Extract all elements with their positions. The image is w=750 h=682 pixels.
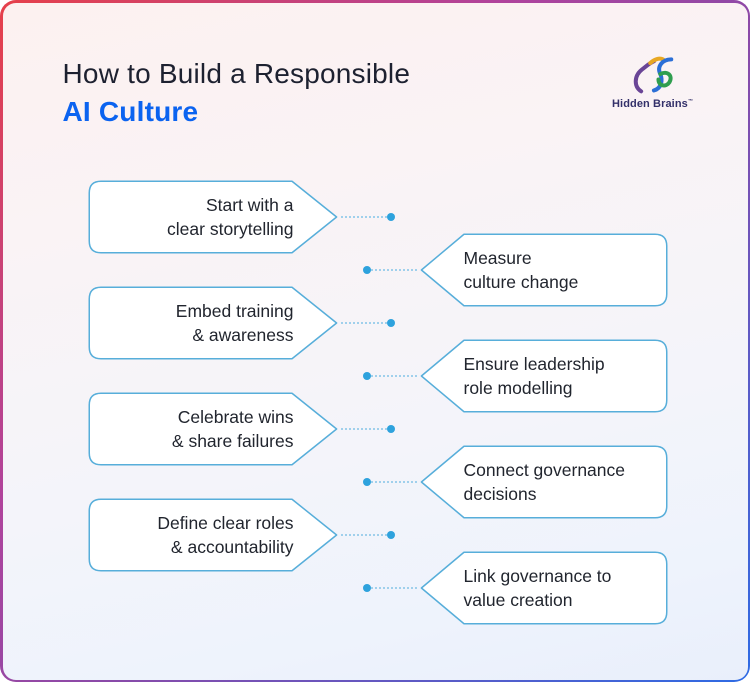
connector-dot [362,371,371,380]
step-text: Start with a clear storytelling [108,180,294,254]
step-line: Define clear roles [157,512,294,533]
connector-dot [362,265,371,274]
step-text: Celebrate wins & share failures [108,392,294,466]
brand-logo: Hidden Brains™ [610,53,696,110]
dotted-connector [362,583,417,592]
connector-dot [362,477,371,486]
dotted-connector [362,371,417,380]
connector-dot [386,424,395,433]
connector-dot [386,318,395,327]
step-text: Embed training & awareness [108,286,294,360]
dotted-line [370,586,417,589]
dotted-line [340,533,387,536]
dotted-connector [340,318,395,327]
dotted-connector [340,212,395,221]
step-text: Ensure leadership role modelling [464,339,652,413]
title-line-1: How to Build a Responsible [62,57,411,89]
step-line: value creation [463,589,573,610]
step-box-measure-culture: Measure culture change [362,233,668,307]
hidden-brains-wordmark: Hidden Brains™ [610,98,696,110]
step-line: Link governance to [463,565,612,586]
step-text: Connect governance decisions [464,445,652,519]
step-box-celebrate-wins: Celebrate wins & share failures [88,392,395,466]
step-line: Measure [463,247,532,268]
page-title: How to Build a Responsible AI Culture [63,55,411,131]
step-line: Connect governance [463,459,626,480]
connector-dot [386,212,395,221]
step-line: Celebrate wins [177,406,294,427]
step-box-embed-training: Embed training & awareness [88,286,395,360]
dotted-connector [340,424,395,433]
step-text: Measure culture change [464,233,652,307]
step-line: & share failures [171,430,294,451]
step-text: Link governance to value creation [464,551,652,625]
connector-dot [386,530,395,539]
dotted-line [370,268,417,271]
dotted-connector [362,265,417,274]
step-line: role modelling [463,377,573,398]
dotted-line [370,374,417,377]
step-box-value-creation: Link governance to value creation [362,551,668,625]
step-box-governance-decisions: Connect governance decisions [362,445,668,519]
step-line: & awareness [192,324,294,345]
title-line-2: AI Culture [62,95,199,127]
step-box-define-roles: Define clear roles & accountability [88,498,395,572]
step-line: & accountability [170,536,294,557]
dotted-connector [362,477,417,486]
dotted-line [370,480,417,483]
step-line: culture change [463,271,579,292]
step-line: Embed training [175,300,294,321]
step-box-leadership-modelling: Ensure leadership role modelling [362,339,668,413]
step-line: Start with a [205,194,294,215]
step-box-start-storytelling: Start with a clear storytelling [88,180,395,254]
hidden-brains-logo-icon [633,56,673,93]
step-line: decisions [463,483,537,504]
dotted-connector [340,530,395,539]
trademark-symbol: ™ [687,97,693,104]
logo-text: Hidden Brains [612,97,688,110]
step-line: Ensure leadership [463,353,605,374]
dotted-line [340,321,387,324]
step-line: clear storytelling [167,218,294,239]
connector-dot [362,583,371,592]
step-text: Define clear roles & accountability [108,498,294,572]
dotted-line [340,215,387,218]
dotted-line [340,427,387,430]
